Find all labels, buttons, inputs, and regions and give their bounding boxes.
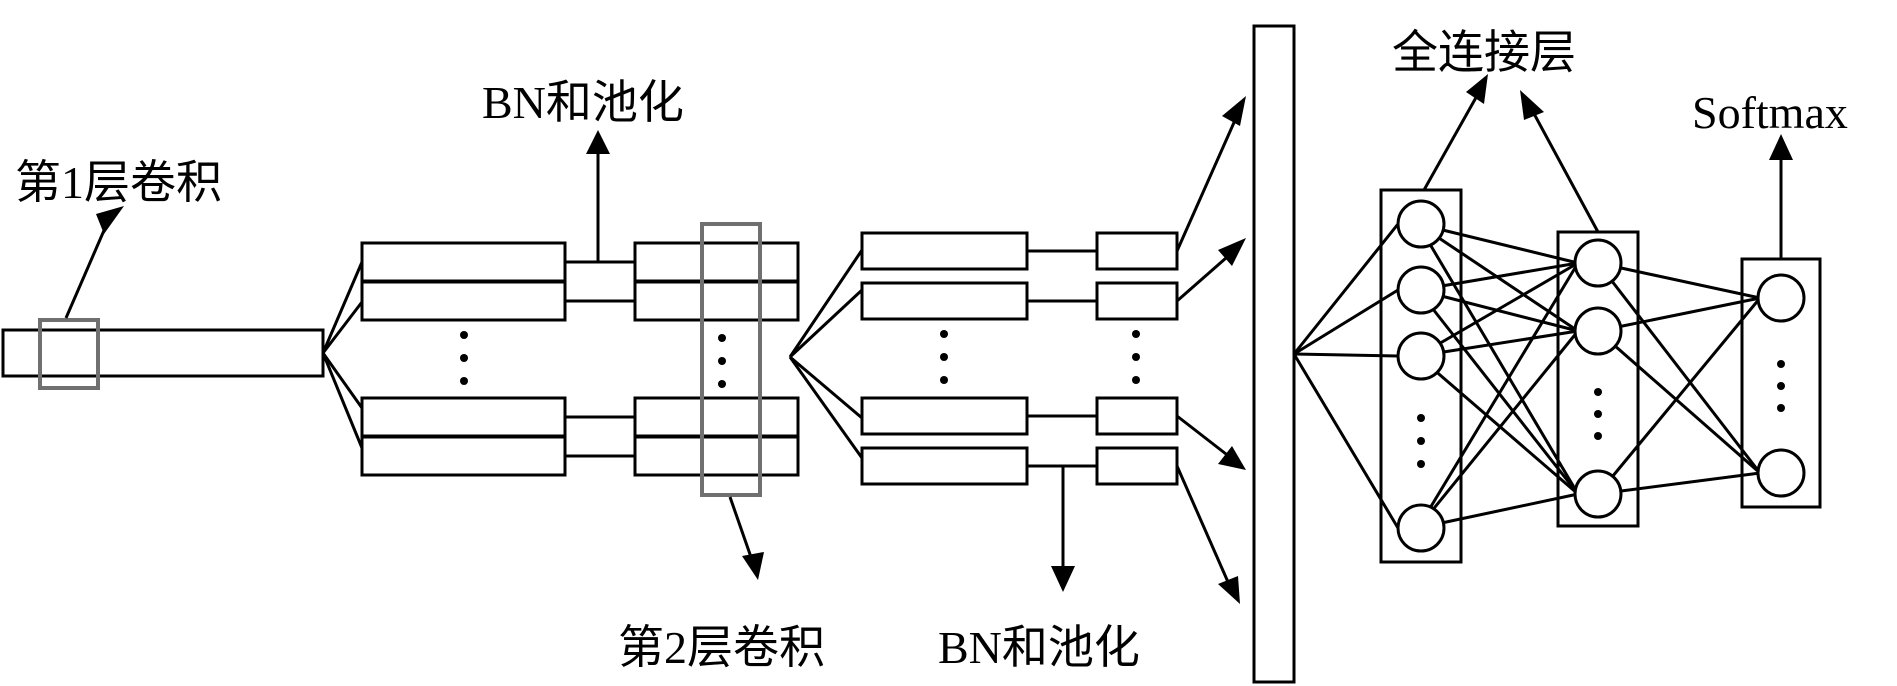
feature-map-2 xyxy=(360,280,567,322)
input-sequence: 第1层卷积 xyxy=(1,157,325,390)
feature-map-1 xyxy=(360,241,567,283)
pooled-maps-1: 第2层卷积 xyxy=(618,222,825,673)
conv1-arrow-head xyxy=(96,206,124,234)
flatten-layer xyxy=(1252,24,1296,684)
conv2-feature-maps xyxy=(860,231,1029,486)
bn-pool-connectors-1: BN和池化 xyxy=(482,77,684,458)
conv2-label: 第2层卷积 xyxy=(618,622,825,673)
fc2-node xyxy=(1573,469,1623,519)
fc1-node xyxy=(1396,265,1446,315)
fc1-node xyxy=(1396,503,1446,553)
softmax-label: Softmax xyxy=(1692,87,1848,138)
pooled-maps-2 xyxy=(1095,231,1179,486)
pooled-fanout-lines xyxy=(788,249,864,459)
feature-map-4 xyxy=(360,435,567,477)
conv1-label: 第1层卷积 xyxy=(15,157,222,208)
bn-pool-bottom-label: BN和池化 xyxy=(938,622,1140,673)
softmax-node xyxy=(1756,448,1806,498)
softmax-label-arrow: Softmax xyxy=(1692,87,1848,259)
bn-pool-top-label: BN和池化 xyxy=(482,77,684,128)
fc2-node xyxy=(1573,238,1623,288)
feature-map-3 xyxy=(360,396,567,438)
input-fanout-lines xyxy=(321,261,364,449)
conv1-kernel-window xyxy=(38,318,100,390)
fc1-node xyxy=(1396,199,1446,249)
conv1-feature-maps xyxy=(360,241,567,477)
fc-label: 全连接层 xyxy=(1392,27,1576,78)
fc-network-connections xyxy=(1292,222,1762,530)
conv2-kernel-window xyxy=(700,222,762,497)
flatten-arrows xyxy=(1175,96,1246,604)
bn-pool-connectors-2: BN和池化 xyxy=(938,249,1140,673)
fc-layer-1 xyxy=(1379,188,1463,564)
fc1-node xyxy=(1396,331,1446,381)
fc-label-arrows: 全连接层 xyxy=(1392,27,1600,233)
softmax-node xyxy=(1756,273,1806,323)
fc2-node xyxy=(1573,306,1623,356)
input-bar xyxy=(1,328,325,378)
